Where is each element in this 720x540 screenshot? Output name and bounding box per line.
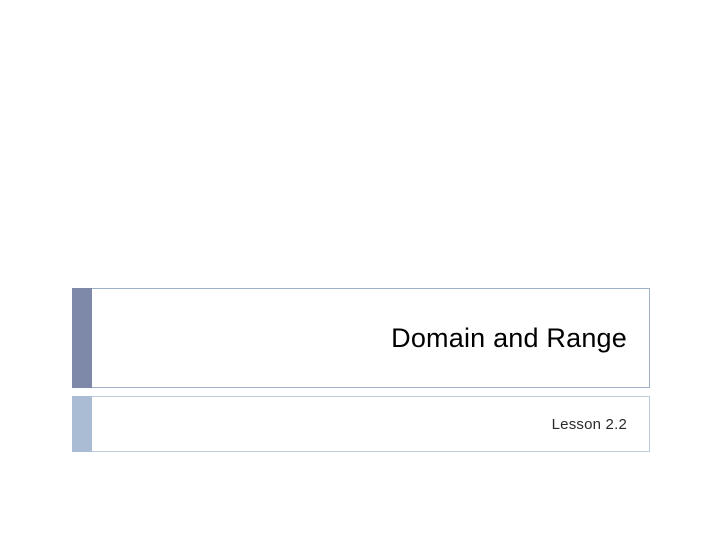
title-text-container: Domain and Range xyxy=(92,288,650,388)
subtitle-text-container: Lesson 2.2 xyxy=(92,396,650,452)
slide-title: Domain and Range xyxy=(391,322,627,353)
title-accent-bar xyxy=(72,288,92,388)
subtitle-accent-bar xyxy=(72,396,92,452)
slide-subtitle: Lesson 2.2 xyxy=(551,415,627,433)
title-block: Domain and Range xyxy=(72,288,650,388)
subtitle-block: Lesson 2.2 xyxy=(72,396,650,452)
